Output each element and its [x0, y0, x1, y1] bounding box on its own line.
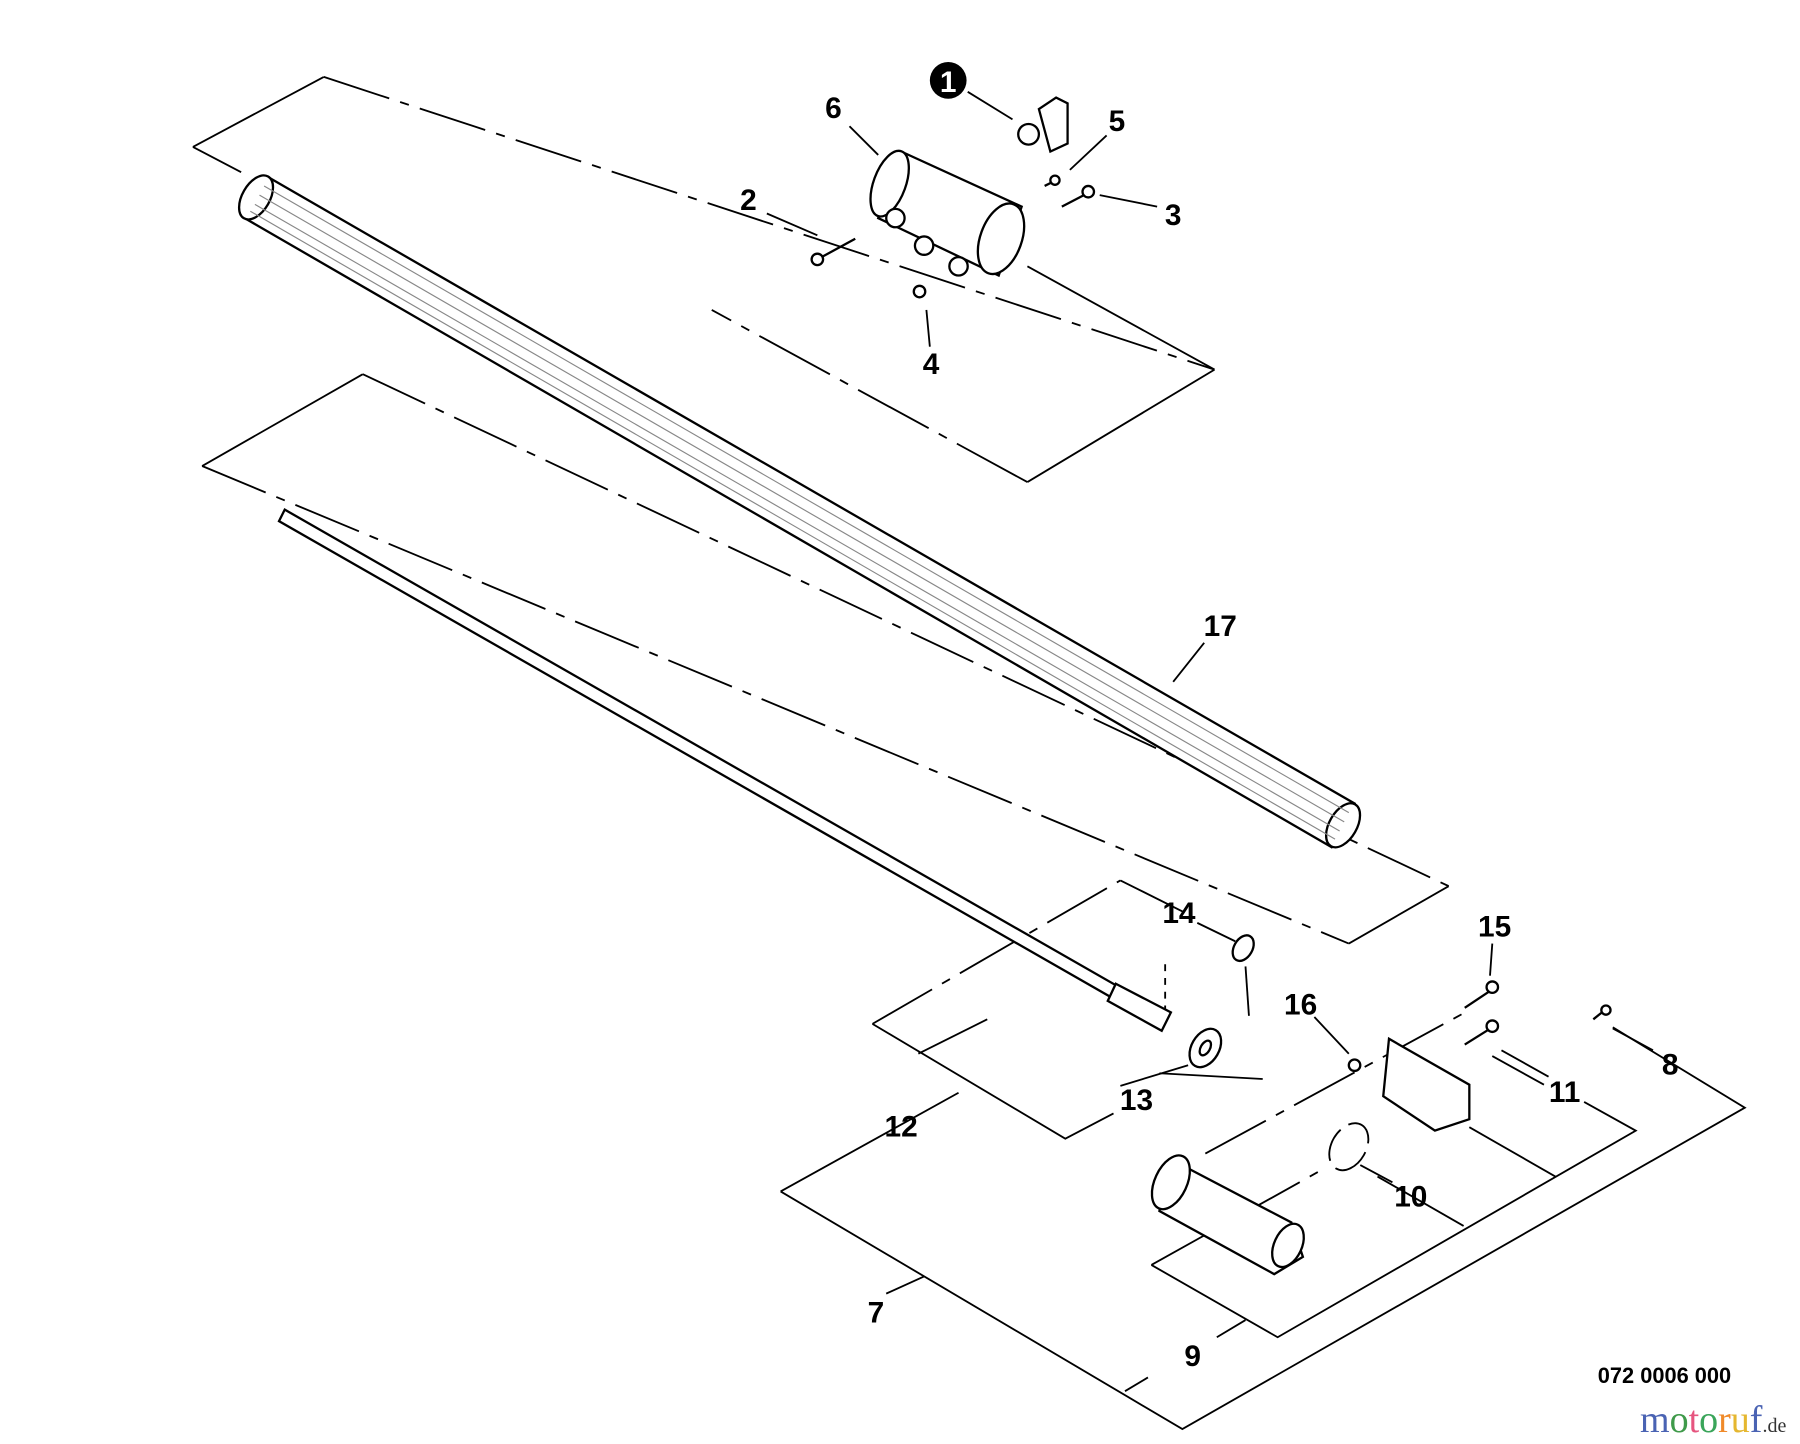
watermark-letter: t [1688, 1399, 1700, 1441]
watermark-logo: motoruf.de [1640, 1398, 1786, 1442]
watermark-letter: r [1718, 1399, 1731, 1441]
callout-3: 3 [1165, 199, 1182, 232]
watermark-text: motoruf [1640, 1398, 1762, 1442]
callout-16: 16 [1284, 989, 1317, 1022]
callout-13: 13 [1120, 1084, 1153, 1117]
gear-housing [1150, 1036, 1471, 1276]
callout-14: 14 [1162, 897, 1196, 930]
callout-7: 7 [868, 1296, 885, 1329]
callout-15: 15 [1478, 911, 1511, 944]
screws [810, 174, 1612, 1073]
watermark-letter: o [1699, 1399, 1719, 1441]
callout-1: 1 [940, 66, 957, 99]
callout-11: 11 [1549, 1076, 1581, 1109]
callout-17: 17 [1204, 610, 1237, 643]
callout-9: 9 [1184, 1340, 1201, 1373]
drawing-number: 072 0006 000 [1598, 1363, 1731, 1388]
callout-2: 2 [740, 184, 757, 217]
bracket-lines [192, 76, 1747, 1431]
rings [1188, 934, 1370, 1172]
watermark-suffix: .de [1762, 1415, 1787, 1437]
watermark-letter: o [1669, 1399, 1689, 1441]
callout-10: 10 [1394, 1180, 1427, 1213]
callout-4: 4 [923, 348, 940, 381]
watermark-letter: m [1640, 1399, 1670, 1441]
clamp-part-6 [869, 149, 1026, 278]
callout-6: 6 [825, 92, 842, 125]
knob-part-1 [1017, 96, 1069, 154]
callout-8: 8 [1662, 1048, 1679, 1081]
watermark-letter: u [1730, 1399, 1750, 1441]
callout-5: 5 [1109, 105, 1126, 138]
callout-12: 12 [885, 1110, 918, 1143]
callout-labels: 1 2 3 4 5 6 7 8 9 10 11 12 13 14 15 16 1… [740, 61, 1731, 1388]
watermark-letter: f [1749, 1399, 1763, 1441]
callout-1-badge [929, 61, 967, 99]
drive-shaft [277, 508, 1173, 1033]
tube-part-17 [237, 174, 1362, 849]
